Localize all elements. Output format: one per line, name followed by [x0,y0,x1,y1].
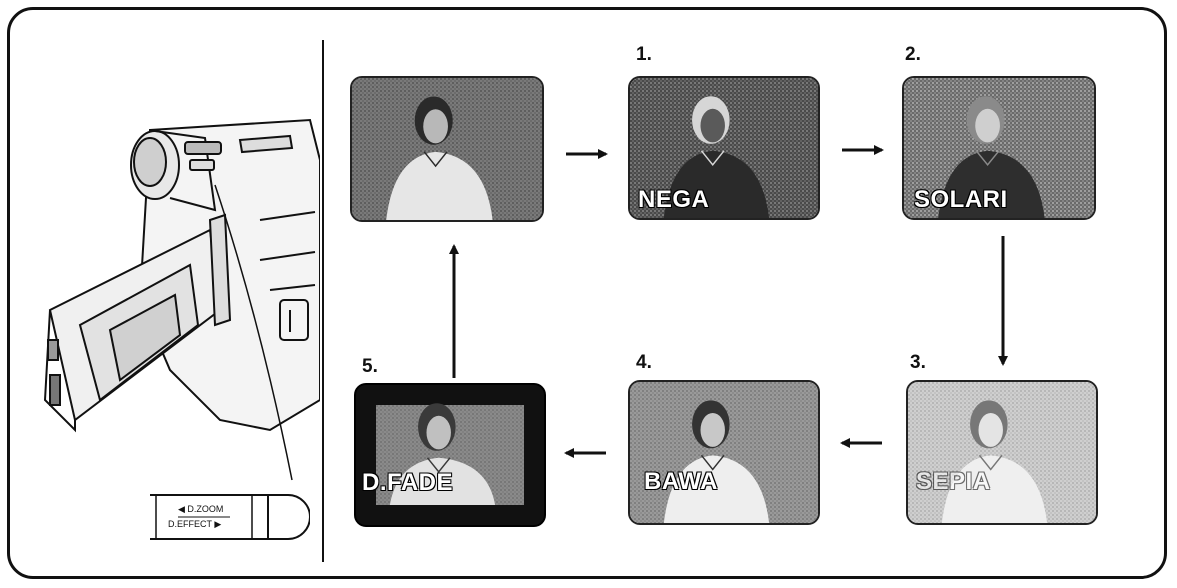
d-effect-switch[interactable]: ◀ D.ZOOM D.EFFECT ▶ [148,487,310,545]
portrait-photo [356,385,544,525]
solari-image: SOLARI [902,76,1096,220]
step-1-number: 1. [636,44,652,66]
d-zoom-label: ◀ D.ZOOM [178,504,223,515]
step-4-number: 4. [636,352,652,374]
step-3-number: 3. [910,352,926,374]
normal-image [350,76,544,222]
portrait-photo [908,382,1096,523]
portrait-photo [630,382,818,523]
sepia-label: SEPIA [916,468,991,496]
solari-label: SOLARI [914,186,1008,214]
nega-label: NEGA [638,186,709,214]
nega-image: NEGA [628,76,820,220]
portrait-photo [352,78,542,220]
bawa-label: BAWA [644,468,718,496]
panel-divider [322,40,324,562]
step-5-number: 5. [362,356,378,378]
step-2-number: 2. [905,44,921,66]
bawa-image: BAWA [628,380,820,525]
d-effect-label: D.EFFECT ▶ [168,519,221,530]
sepia-image: SEPIA [906,380,1098,525]
d-fade-image: D.FADE [354,383,546,527]
switch-outline [148,487,310,545]
d-fade-label: D.FADE [362,469,453,497]
